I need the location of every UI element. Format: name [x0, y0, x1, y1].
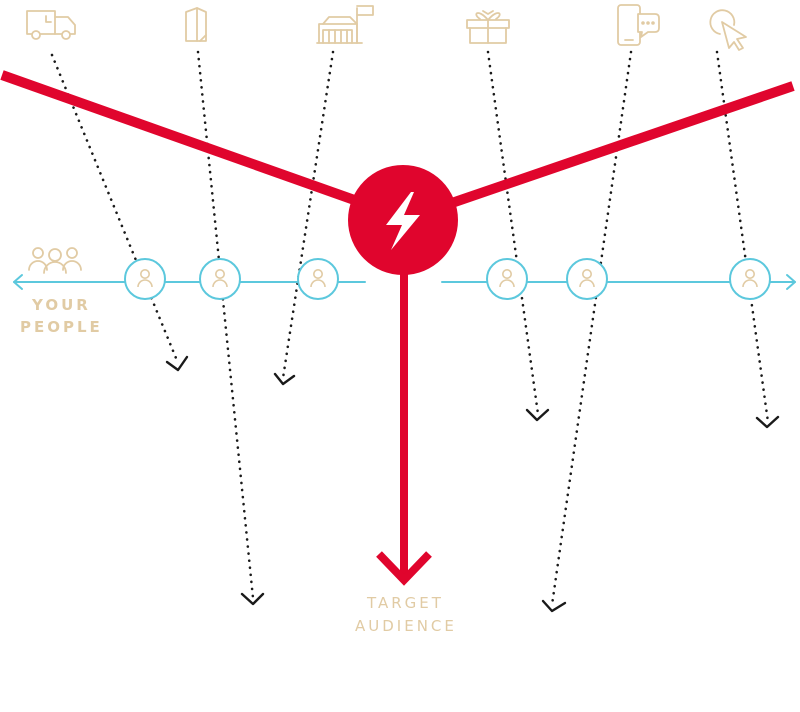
- people-group-icon: [28, 247, 82, 274]
- person-node: [199, 258, 241, 300]
- storefront-icon: [316, 5, 374, 44]
- folded-flyer-icon: [185, 7, 207, 42]
- person-node: [486, 258, 528, 300]
- chevron-down-icon: [165, 355, 189, 372]
- person-icon: [137, 269, 153, 288]
- person-node: [297, 258, 339, 300]
- dotted-arrow-gift: [486, 50, 540, 416]
- chevron-down-icon: [273, 372, 296, 386]
- chevron-down-icon: [541, 599, 567, 613]
- red-funnel-left: [0, 70, 362, 207]
- red-funnel-right: [444, 81, 795, 210]
- target-audience-label-line2: AUDIENCE: [355, 617, 457, 635]
- person-icon: [579, 269, 595, 288]
- person-node: [124, 258, 166, 300]
- your-people-label-line2: PEOPLE: [20, 318, 103, 336]
- central-hub: [348, 165, 458, 275]
- cursor-click-icon: [709, 9, 747, 51]
- chevron-down-icon: [755, 415, 780, 429]
- dotted-arrow-phone: [550, 50, 633, 607]
- person-node: [729, 258, 771, 300]
- person-icon: [310, 269, 326, 288]
- smartphone-chat-icon: [617, 4, 660, 46]
- your-people-label-line1: YOUR: [31, 296, 91, 314]
- person-icon: [499, 269, 515, 288]
- dotted-arrow-store: [281, 50, 335, 380]
- chevron-down-icon: [240, 592, 265, 606]
- gift-box-icon: [466, 10, 510, 44]
- lightning-bolt-icon: [386, 192, 420, 250]
- dotted-arrow-truck: [50, 53, 180, 365]
- chevron-down-icon: [525, 408, 550, 422]
- arrow-right-icon: [786, 274, 796, 290]
- person-node: [566, 258, 608, 300]
- dotted-arrow-cursor: [715, 50, 770, 424]
- target-audience-label-line1: TARGET: [366, 594, 444, 612]
- arrow-down-icon: [376, 551, 432, 586]
- dotted-arrow-flyer: [196, 50, 255, 600]
- delivery-truck-icon: [26, 10, 76, 40]
- person-icon: [212, 269, 228, 288]
- person-icon: [742, 269, 758, 288]
- arrow-left-icon: [13, 274, 23, 290]
